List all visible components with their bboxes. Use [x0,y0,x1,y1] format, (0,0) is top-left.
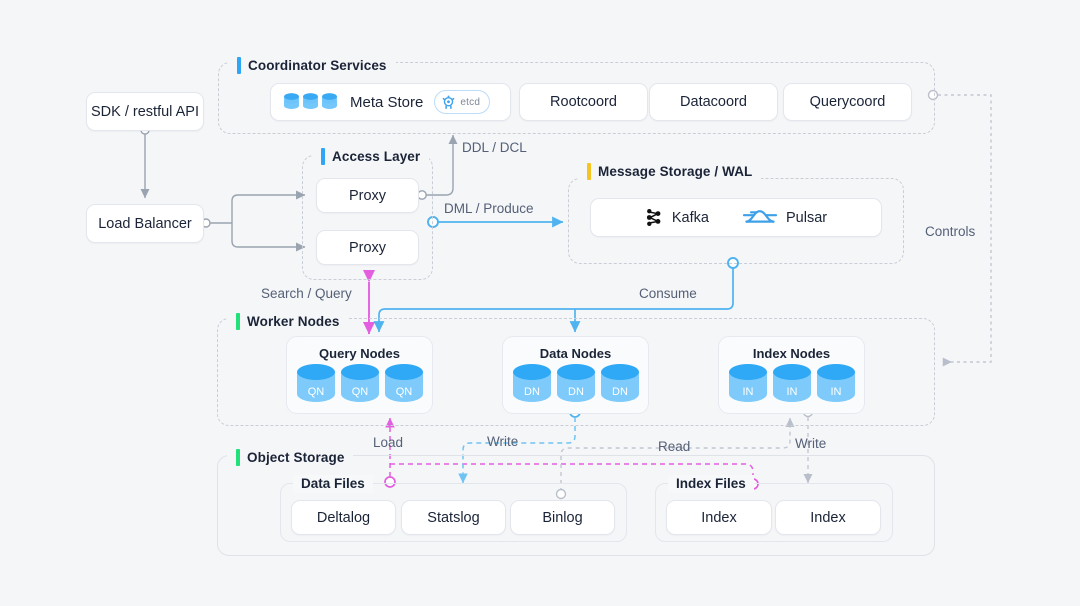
svg-text:DN: DN [524,386,540,398]
object-storage-group [217,455,935,556]
coordinator-services-label: Coordinator Services [228,55,396,75]
etcd-label: etcd [460,96,481,108]
statslog-label: Statslog [427,509,480,526]
meta-store-label: Meta Store [350,93,424,111]
index-card-2[interactable]: Index [775,500,881,535]
binlog-card[interactable]: Binlog [510,500,615,535]
datacoord-label: Datacoord [680,94,747,110]
index-label-1: Index [701,509,737,526]
wire-sdk-to-loadbalancer [140,125,150,199]
message-brokers-card[interactable]: Kafka Pulsar [590,198,882,237]
kafka-label: Kafka [671,209,709,226]
message-storage-label: Message Storage / WAL [578,161,762,181]
worker-nodes-accent-bar [236,312,240,330]
etcd-gear-icon [443,95,455,109]
svg-text:IN: IN [743,386,754,398]
svg-text:QN: QN [396,386,413,398]
index-files-title: Index Files [668,475,754,493]
index-node-cylinders: IN IN IN [729,364,855,402]
wire-loadbalancer-to-proxies [201,190,306,252]
svg-text:IN: IN [831,386,842,398]
sdk-restful-api-box[interactable]: SDK / restful API [86,92,204,131]
query-nodes-title: Query Nodes [319,346,400,361]
svg-text:DN: DN [612,386,628,398]
proxy-label-2: Proxy [348,239,387,256]
access-layer-label: Access Layer [312,146,430,166]
deltalog-card[interactable]: Deltalog [291,500,396,535]
data-files-frame [280,483,627,542]
kafka-icon [646,209,661,226]
edge-label-ddl-dcl: DDL / DCL [462,140,527,155]
proxy-label-1: Proxy [348,187,387,204]
access-layer-accent-bar [321,147,325,165]
pulsar-icon [742,210,777,223]
coordinator-accent-bar [237,56,241,74]
binlog-label: Binlog [542,509,583,526]
load-balancer-label: Load Balancer [98,215,192,232]
querycoord-label: Querycoord [809,94,886,110]
edge-label-write-indexnodes: Write [795,436,827,451]
edge-label-search-query: Search / Query [261,286,352,301]
message-storage-accent-bar [587,162,591,180]
statslog-card[interactable]: Statslog [401,500,506,535]
index-nodes-title: Index Nodes [752,346,831,361]
load-balancer-box[interactable]: Load Balancer [86,204,204,243]
sdk-label: SDK / restful API [91,103,199,120]
edge-label-controls: Controls [925,224,976,239]
index-card-1[interactable]: Index [666,500,772,535]
edge-label-consume: Consume [639,286,697,301]
svg-text:DN: DN [568,386,584,398]
object-storage-label: Object Storage [227,447,354,467]
index-files-frame [655,483,893,542]
rootcoord-label: Rootcoord [550,94,617,110]
pulsar-item[interactable]: Pulsar [742,208,828,227]
svg-text:QN: QN [308,386,325,398]
edge-label-read: Read [658,439,691,454]
worker-nodes-group [217,318,935,426]
pulsar-label: Pulsar [785,209,828,226]
data-files-title: Data Files [293,475,373,493]
datacoord-card[interactable]: Datacoord [649,83,778,121]
proxy-card-2[interactable]: Proxy [316,230,419,265]
meta-store-card[interactable]: Meta Store etcd [270,83,511,121]
wire-dml-produce [427,216,564,228]
etcd-badge[interactable]: etcd [434,90,491,114]
edge-label-write-datanodes: Write [487,434,519,449]
proxy-card-1[interactable]: Proxy [316,178,419,213]
coordinator-services-group [218,62,935,134]
database-cylinders-icon [284,93,337,109]
svg-text:QN: QN [352,386,369,398]
edge-label-dml-produce: DML / Produce [444,201,534,216]
kafka-item[interactable]: Kafka [645,208,709,227]
rootcoord-card[interactable]: Rootcoord [519,83,648,121]
data-node-cylinders: DN DN DN [513,364,639,402]
object-storage-accent-bar [236,448,240,466]
edge-label-load: Load [373,435,404,450]
querycoord-card[interactable]: Querycoord [783,83,912,121]
data-nodes-title: Data Nodes [539,346,612,361]
svg-text:IN: IN [787,386,798,398]
index-label-2: Index [810,509,846,526]
worker-nodes-label: Worker Nodes [227,311,349,331]
deltalog-label: Deltalog [316,509,371,526]
query-node-cylinders: QN QN QN [297,364,423,402]
